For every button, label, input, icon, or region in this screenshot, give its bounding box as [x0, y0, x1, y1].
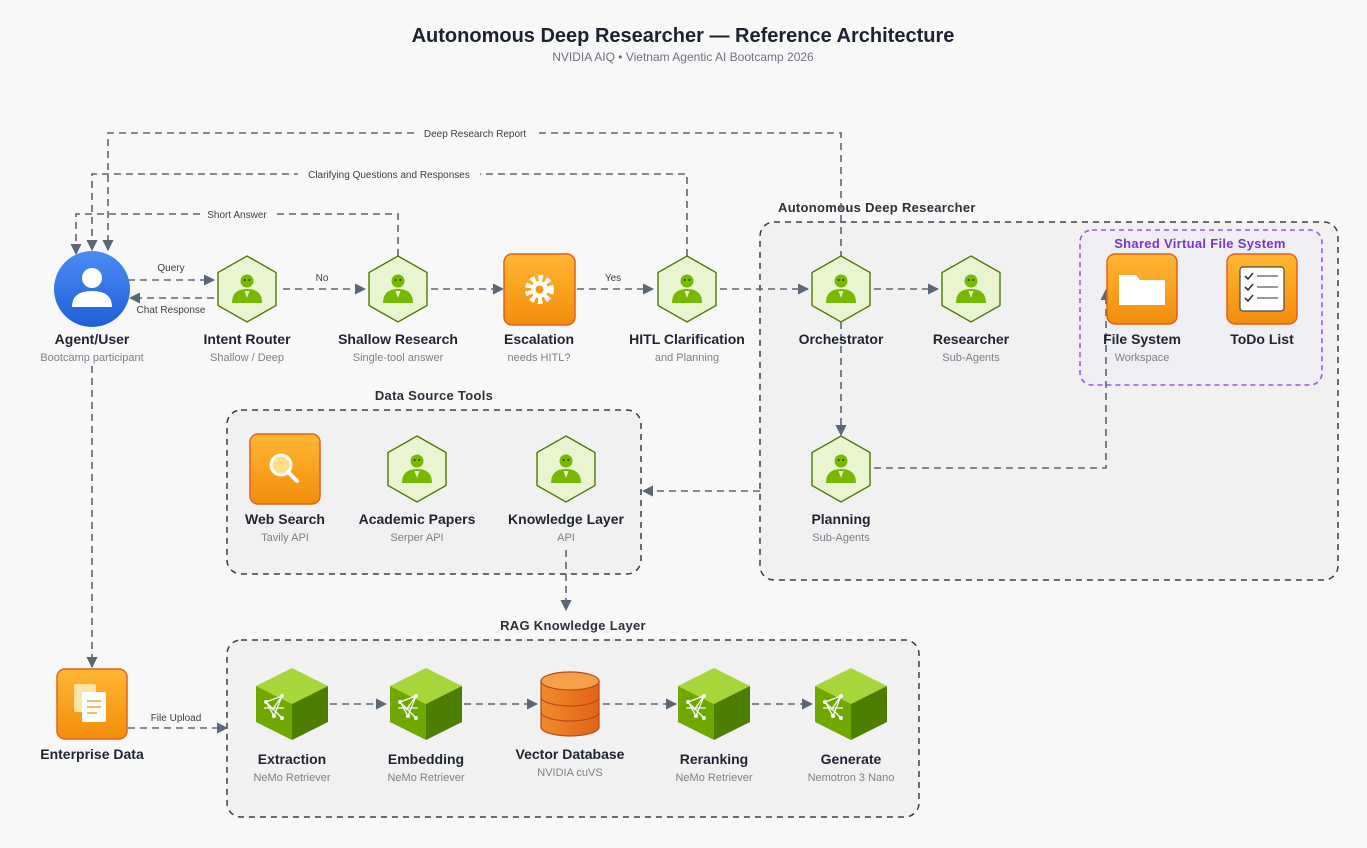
folder-icon — [1119, 275, 1165, 305]
edge-label-deep-report: Deep Research Report — [424, 129, 526, 140]
node-label-filesystem: File System — [1103, 331, 1181, 347]
edge-short-answer — [70, 213, 399, 256]
edge-deep-report — [102, 132, 842, 258]
node-sub-reranking: NeMo Retriever — [675, 772, 752, 784]
node-intent-router[interactable]: Intent Router Shallow / Deep — [203, 255, 291, 364]
node-sub-knowledge: API — [557, 532, 575, 544]
node-label-enterprise: Enterprise Data — [40, 746, 144, 762]
edge-label-no: No — [316, 273, 329, 284]
checklist-icon — [1239, 266, 1285, 312]
group-label-dst: Data Source Tools — [375, 388, 493, 403]
node-sub-router: Shallow / Deep — [210, 352, 284, 364]
node-web-search[interactable]: Web Search Tavily API — [245, 433, 325, 544]
node-label-orchestrator: Orchestrator — [799, 331, 884, 347]
edge-label-file-upload: File Upload — [151, 713, 202, 724]
node-todo-list[interactable]: ToDo List — [1226, 253, 1298, 347]
node-label-shallow: Shallow Research — [338, 331, 458, 347]
node-orchestrator[interactable]: Orchestrator — [799, 255, 884, 347]
documents-icon — [74, 684, 106, 722]
node-sub-hitl: and Planning — [655, 352, 719, 364]
edge-label-short-answer: Short Answer — [207, 210, 267, 221]
node-escalation[interactable]: Escalation needs HITL? — [503, 253, 576, 364]
edge-label-query: Query — [157, 263, 184, 274]
node-label-reranking: Reranking — [680, 751, 748, 767]
page-subtitle: NVIDIA AIQ • Vietnam Agentic AI Bootcamp… — [552, 50, 814, 64]
node-sub-extraction: NeMo Retriever — [253, 772, 330, 784]
node-agent-user[interactable]: Agent/User Bootcamp participant — [40, 251, 144, 364]
node-vector-database[interactable]: Vector Database NVIDIA cuVS — [516, 671, 625, 779]
node-sub-shallow: Single-tool answer — [353, 352, 444, 364]
node-extraction[interactable]: Extraction NeMo Retriever — [253, 667, 331, 784]
node-sub-escalation: needs HITL? — [508, 352, 571, 364]
node-sub-researcher: Sub-Agents — [942, 352, 1000, 364]
agent-hexagon-icon — [657, 255, 717, 323]
group-label-rag: RAG Knowledge Layer — [500, 618, 646, 633]
node-label-router: Intent Router — [203, 331, 291, 347]
node-academic-papers[interactable]: Academic Papers Serper API — [359, 435, 476, 544]
node-label-planning: Planning — [811, 511, 870, 527]
node-sub-papers: Serper API — [390, 532, 443, 544]
edge-clarifying — [86, 173, 688, 256]
database-icon — [540, 671, 600, 737]
node-embedding[interactable]: Embedding NeMo Retriever — [387, 667, 465, 784]
user-icon — [54, 251, 130, 327]
node-shallow-research[interactable]: Shallow Research Single-tool answer — [338, 255, 458, 364]
node-hitl-clarification[interactable]: HITL Clarification and Planning — [629, 255, 745, 364]
node-sub-websearch: Tavily API — [261, 532, 309, 544]
node-file-system[interactable]: File System Workspace — [1103, 253, 1181, 364]
node-label-embedding: Embedding — [388, 751, 464, 767]
node-sub-planning: Sub-Agents — [812, 532, 870, 544]
edge-label-clarifying: Clarifying Questions and Responses — [308, 170, 470, 181]
node-sub-filesystem: Workspace — [1115, 352, 1170, 364]
edge-label-chat-response: Chat Response — [137, 305, 206, 316]
node-label-knowledge: Knowledge Layer — [508, 511, 624, 527]
node-label-papers: Academic Papers — [359, 511, 476, 527]
edge-label-yes: Yes — [605, 273, 621, 284]
node-reranking[interactable]: Reranking NeMo Retriever — [675, 667, 753, 784]
node-knowledge-layer[interactable]: Knowledge Layer API — [508, 435, 625, 544]
node-sub-vectordb: NVIDIA cuVS — [537, 767, 602, 779]
node-label-vectordb: Vector Database — [516, 746, 625, 762]
gear-icon — [525, 275, 554, 304]
node-label-researcher: Researcher — [933, 331, 1010, 347]
group-label-svfs: Shared Virtual File System — [1114, 236, 1286, 251]
node-sub-user: Bootcamp participant — [40, 352, 143, 364]
node-label-todo: ToDo List — [1230, 331, 1294, 347]
edge-planning-to-filesystem — [874, 288, 1112, 469]
group-label-adr: Autonomous Deep Researcher — [778, 200, 976, 215]
node-label-extraction: Extraction — [258, 751, 326, 767]
node-label-escalation: Escalation — [504, 331, 574, 347]
node-sub-generate: Nemotron 3 Nano — [808, 772, 895, 784]
edges: Deep Research Report Clarifying Question… — [70, 127, 1112, 734]
node-researcher[interactable]: Researcher Sub-Agents — [933, 255, 1010, 364]
node-sub-embedding: NeMo Retriever — [387, 772, 464, 784]
node-label-websearch: Web Search — [245, 511, 325, 527]
node-label-user: Agent/User — [55, 331, 130, 347]
agent-hexagon-icon — [368, 255, 428, 323]
node-generate[interactable]: Generate Nemotron 3 Nano — [808, 667, 895, 784]
node-label-generate: Generate — [821, 751, 882, 767]
magnifier-icon — [269, 453, 299, 483]
node-enterprise-data[interactable]: Enterprise Data — [40, 668, 144, 762]
page-title: Autonomous Deep Researcher — Reference A… — [412, 25, 955, 47]
node-label-hitl: HITL Clarification — [629, 331, 745, 347]
agent-hexagon-icon — [217, 255, 277, 323]
node-planning[interactable]: Planning Sub-Agents — [811, 435, 871, 544]
